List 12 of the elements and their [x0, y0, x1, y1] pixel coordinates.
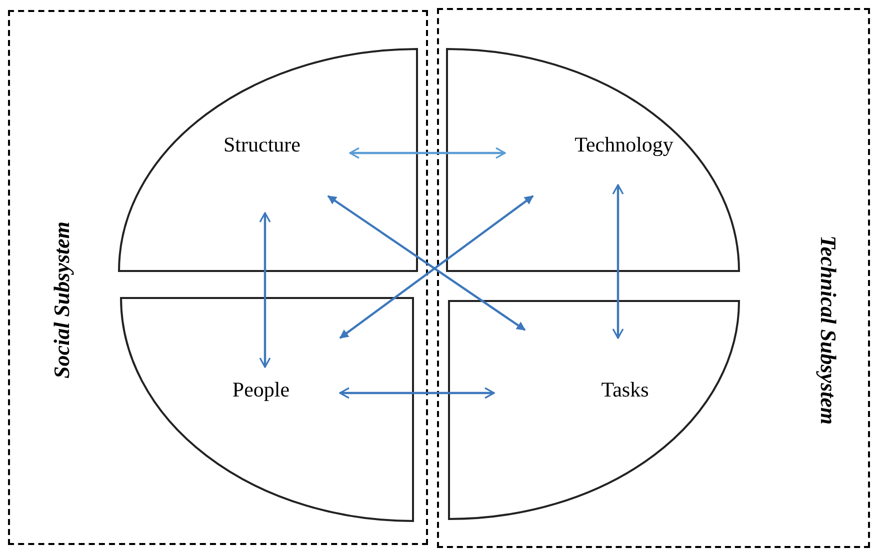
quadrant-label: Technology	[574, 134, 674, 156]
double-arrow	[612, 184, 624, 339]
dashed-subsystem-frame	[437, 8, 870, 548]
double-arrow	[349, 147, 506, 159]
subsystem-label: Technical Subsystem	[817, 235, 839, 425]
quadrant-label: People	[232, 380, 290, 400]
quadrant-label: Tasks	[601, 380, 649, 400]
subsystem-label: Social Subsystem	[51, 221, 73, 379]
dashed-subsystem-frame	[8, 10, 428, 545]
double-arrow	[339, 387, 495, 399]
quadrant-label: Structure	[224, 134, 300, 156]
double-arrow	[259, 212, 271, 368]
